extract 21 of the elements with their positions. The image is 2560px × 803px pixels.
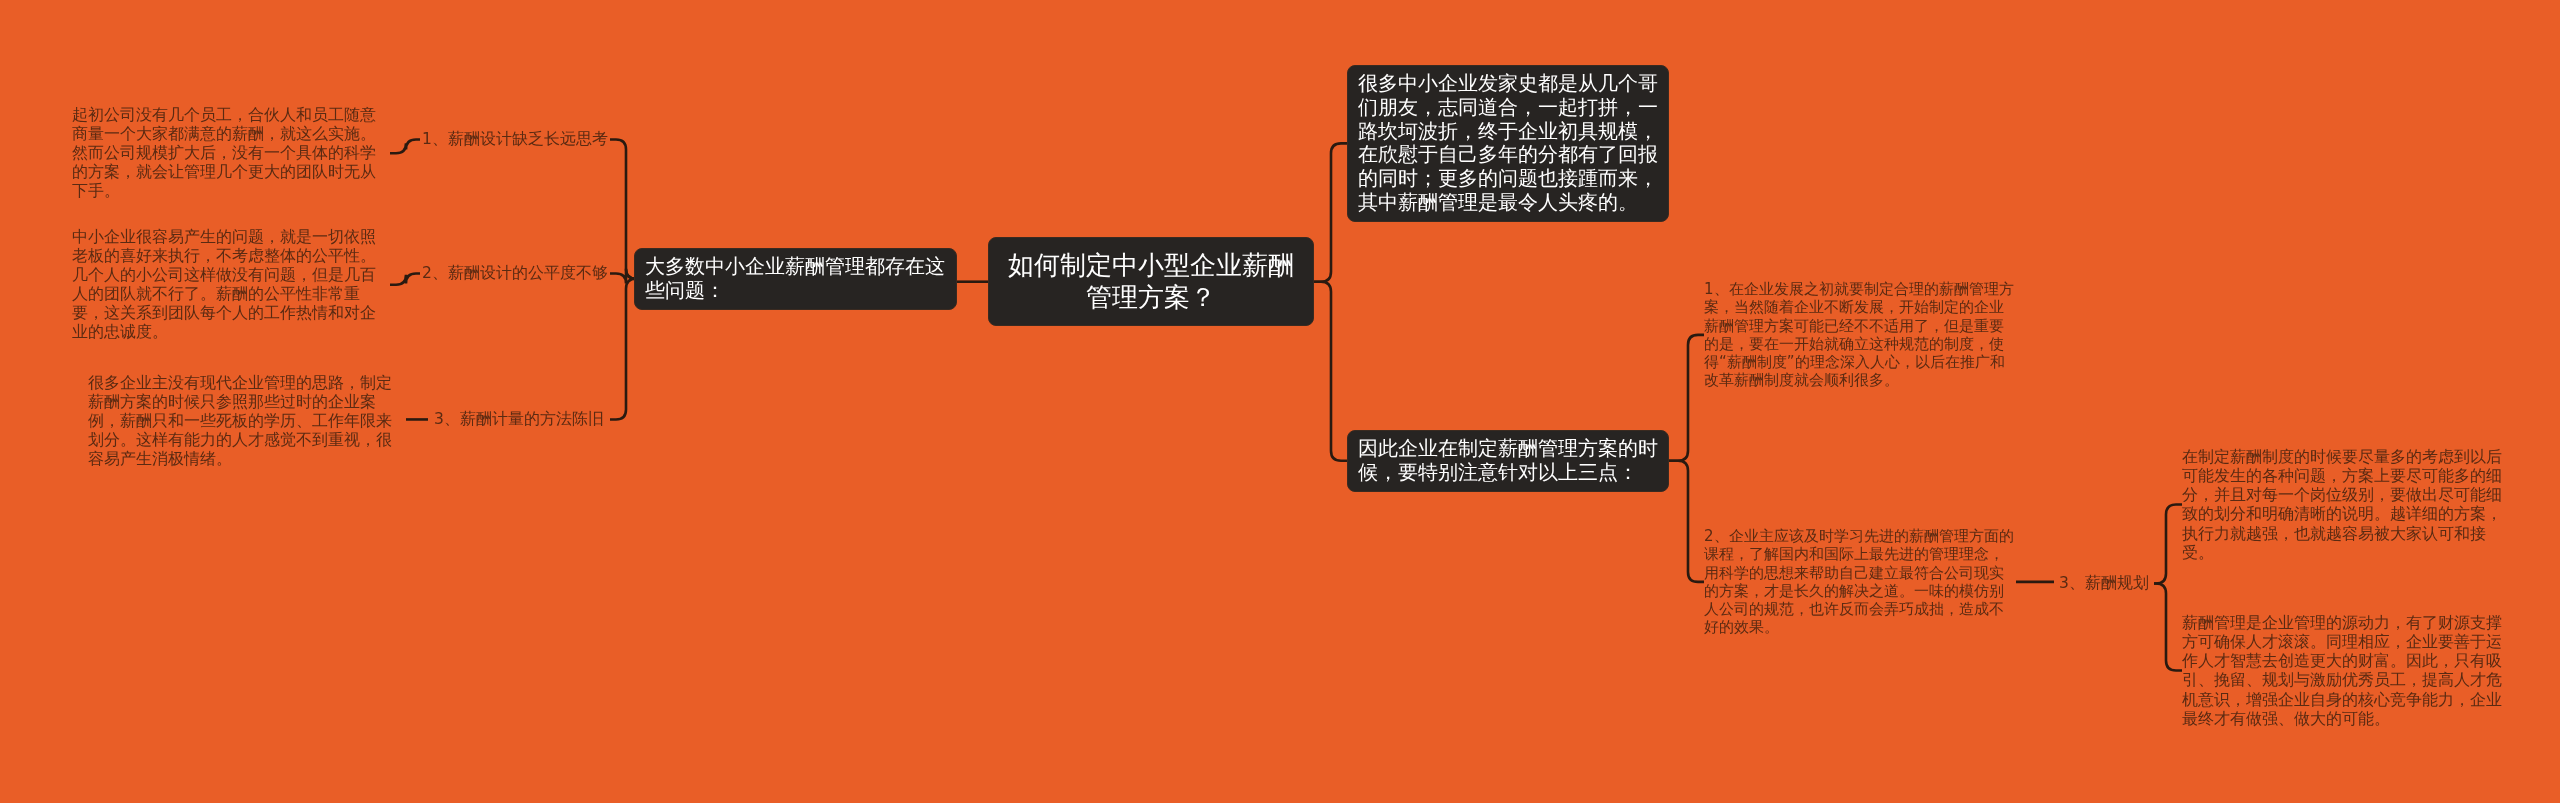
connector-line	[390, 272, 420, 287]
topic-box: 很多中小企业发家史都是从几个哥们朋友，志同道合，一起打拼，一路坎坷波折，终于企业初具规模，在欣慰于自己多年的分都有了回报的同时；更多的问题也接踵而来，其中薪酬管理是最令人头疼的。	[1347, 65, 1669, 222]
branch-label: 1、薪酬设计缺乏长远思考	[420, 130, 610, 149]
connector-line	[390, 138, 420, 155]
connector-line	[406, 418, 428, 421]
note-text: 起初公司没有几个员工，合伙人和员工随意商量一个大家都满意的薪酬，就这么实施。然而公司规模扩大后，没有一个具体的科学的方案，就会让管理几个更大的团队时无从下手。	[72, 106, 390, 201]
connector-line	[957, 280, 988, 284]
topic-box: 大多数中小企业薪酬管理都存在这些问题：	[634, 248, 957, 310]
central-topic-box: 如何制定中小型企业薪酬管理方案？	[988, 237, 1314, 327]
note-text: 在制定薪酬制度的时候要尽量多的考虑到以后可能发生的各种问题，方案上要尽可能多的细分，并且对每一个岗位级别，要做出尽可能细致的划分和明确清晰的说明。越详细的方案，执行力就越强，也就越容易被大家认可和接受。	[2182, 447, 2508, 562]
branch-label: 3、薪酬规划	[2054, 574, 2154, 593]
note-text: 2、企业主应该及时学习先进的薪酬管理方面的课程，了解国内和国际上最先进的管理理念，用科学的思想来帮助自己建立最符合公司现实的方案，才是长久的解决之道。一味的模仿别人公司的规范，也许反而会弄巧成拙，造成不好的效果。	[1704, 527, 2016, 637]
connector-line	[2016, 580, 2054, 584]
topic-box: 因此企业在制定薪酬管理方案的时候，要特别注意针对以上三点：	[1347, 430, 1669, 492]
branch-label: 3、薪酬计量的方法陈旧	[428, 410, 610, 429]
note-text: 1、在企业发展之初就要制定合理的薪酬管理方案，当然随着企业不断发展，开始制定的企业薪酬管理方案可能已经不不适用了，但是重要的是，要在一开始就确立这种规范的制度，使得“薪酬制度”的理念深入人心，以后在推广和改革薪酬制度就会顺利很多。	[1704, 280, 2016, 390]
connector-line	[1314, 280, 1347, 463]
branch-label: 2、薪酬设计的公平度不够	[420, 264, 610, 283]
note-text: 很多企业主没有现代企业管理的思路，制定薪酬方案的时候只参照那些过时的企业案例，薪酬只和一些死板的学历、工作年限来划分。这样有能力的人才感觉不到重视，很容易产生消极情绪。	[88, 374, 406, 469]
note-text: 薪酬管理是企业管理的源动力，有了财源支撑方可确保人才滚滚。同理相应，企业要善于运作人才智慧去创造更大的财富。因此，只有吸引、挽留、规划与激励优秀员工，提高人才危机意识，增强企业自身的核心竞争能力，企业最终才有做强、做大的可能。	[2182, 613, 2508, 728]
note-text: 中小企业很容易产生的问题，就是一切依照老板的喜好来执行，不考虑整体的公平性。几个人的小公司这样做没有问题，但是几百人的团队就不行了。薪酬的公平性非常重要，这关系到团队每个人的工作热情和对企业的忠诚度。	[72, 228, 390, 342]
